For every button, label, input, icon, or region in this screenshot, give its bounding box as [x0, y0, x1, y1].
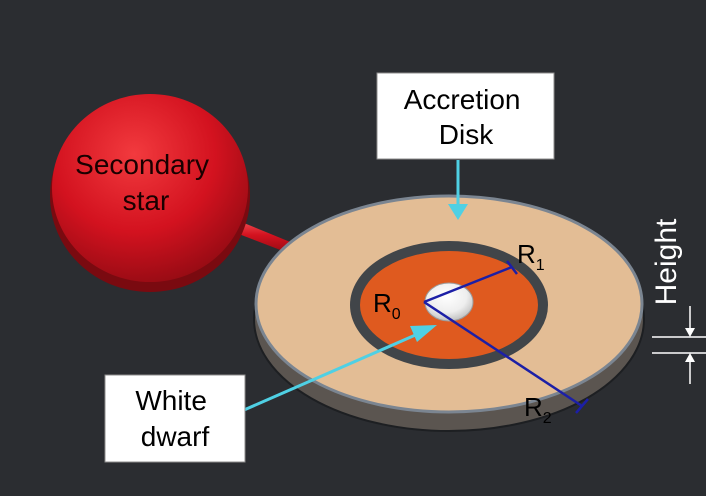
height-indicator: Height	[650, 218, 706, 384]
r2-tick	[575, 398, 589, 414]
accretion-disk-label-line2: Disk	[439, 119, 494, 150]
white-dwarf-callout: White dwarf	[104, 325, 437, 463]
secondary-star-label-line2: star	[123, 185, 170, 216]
r2-label: R2	[524, 392, 552, 427]
r1-label: R1	[517, 239, 545, 274]
accretion-disk-arrowhead	[448, 204, 468, 220]
svg-text:Secondary star: Secondary star	[75, 149, 217, 216]
r1-line	[423, 265, 513, 304]
white-dwarf	[424, 282, 474, 322]
height-label: Height	[650, 218, 683, 305]
secondary-star-label-line1: Secondary	[75, 149, 209, 180]
white-dwarf-label-line1: White	[135, 385, 207, 416]
white-dwarf-label-line2: dwarf	[141, 421, 210, 452]
height-arrow-bottom-head	[685, 353, 695, 362]
accretion-disk-label-line1: Accretion	[404, 84, 521, 115]
white-dwarf-arrowhead	[410, 325, 437, 342]
r1-tick	[506, 260, 518, 275]
white-dwarf-arrow	[243, 331, 421, 412]
height-arrow-top-head	[685, 328, 695, 337]
svg-text:Accretion Disk: Accretion Disk	[404, 84, 529, 150]
r0-label: R0	[373, 288, 401, 323]
radius-lines	[423, 260, 589, 414]
svg-text:White dwarf: White dwarf	[135, 385, 214, 452]
secondary-star: Secondary star	[50, 94, 250, 292]
accretion-disk-callout: Accretion Disk	[376, 72, 555, 220]
r2-line	[423, 300, 583, 408]
